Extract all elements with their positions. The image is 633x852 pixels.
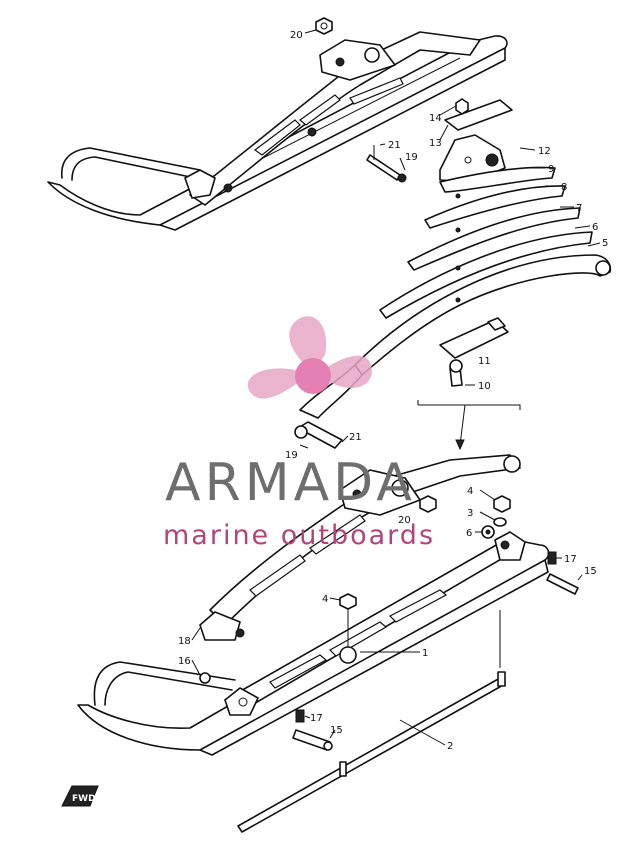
callout-13: 13	[429, 138, 442, 149]
callout-8: 8	[561, 182, 567, 193]
callout-19-top: 19	[405, 152, 418, 163]
armada-watermark: ARMADA marine outboards	[163, 316, 435, 551]
callout-21-top: 21	[388, 140, 401, 151]
callout-1: 1	[422, 648, 428, 659]
callout-14: 14	[429, 113, 442, 124]
callout-19-mid: 19	[285, 450, 298, 461]
nut-20-top	[315, 17, 333, 35]
brand-tagline: marine outboards	[163, 520, 435, 551]
callout-4-right: 4	[467, 486, 473, 497]
upper-ski-assembly	[47, 17, 508, 231]
leader-lines	[191, 105, 601, 746]
callout-16: 16	[178, 656, 191, 667]
callout-3: 3	[467, 508, 473, 519]
callout-5: 5	[602, 238, 608, 249]
callout-17-right: 17	[564, 554, 577, 565]
callout-18: 18	[178, 636, 191, 647]
callout-labels: 20 14 13 12 9 8 7 6 5 21 19 11 10 19 21 …	[178, 30, 608, 752]
callout-17-left: 17	[310, 713, 323, 724]
callout-20-mid: 20	[398, 515, 411, 526]
callout-9: 9	[548, 164, 554, 175]
brand-name: ARMADA	[165, 453, 416, 513]
callout-2: 2	[447, 741, 453, 752]
propeller-icon	[247, 316, 372, 399]
callout-6-mid: 6	[466, 528, 472, 539]
callout-7: 7	[576, 203, 582, 214]
callout-15-left: 15	[330, 725, 343, 736]
fwd-badge: FWD	[61, 785, 99, 807]
lower-ski-assembly	[77, 454, 579, 756]
callout-11: 11	[478, 356, 491, 367]
callout-20-top: 20	[290, 30, 303, 41]
callout-4-center: 4	[322, 594, 328, 605]
callout-21-mid: 21	[349, 432, 362, 443]
spring-stack	[294, 98, 612, 451]
callout-12: 12	[538, 146, 551, 157]
callout-6-top: 6	[592, 222, 598, 233]
callout-15-right: 15	[584, 566, 597, 577]
callout-10: 10	[478, 381, 491, 392]
fwd-label: FWD	[72, 794, 96, 804]
